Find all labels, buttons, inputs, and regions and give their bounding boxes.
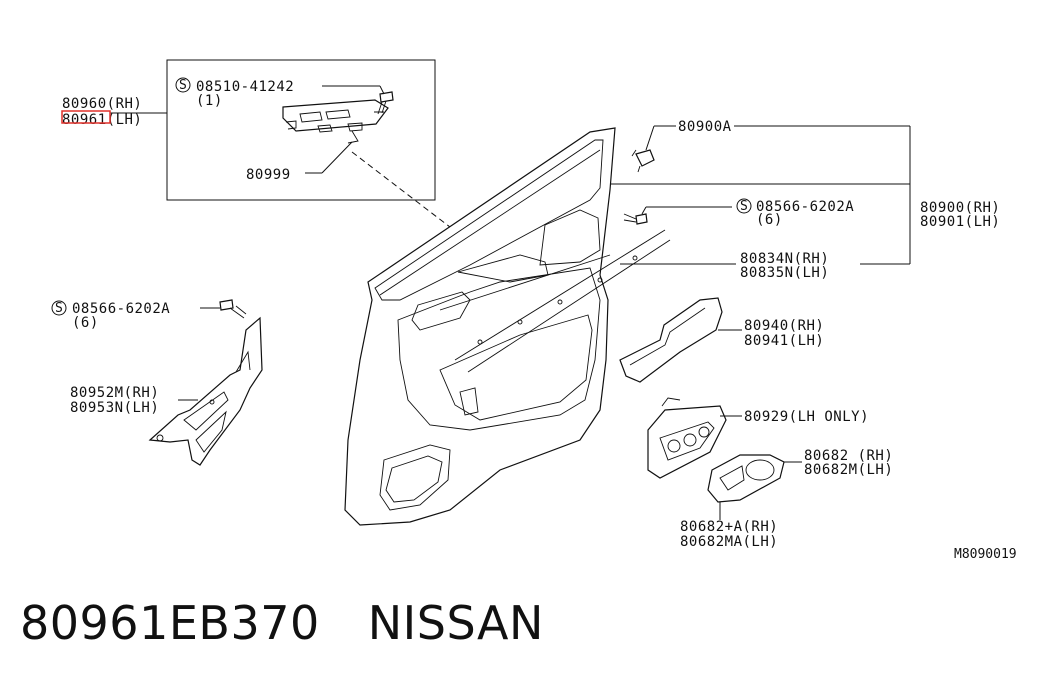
callout-08566-left-qty: (6) (72, 315, 99, 331)
callout-80834N: 80834N(RH) (740, 251, 829, 267)
clip-80900A-part[interactable] (631, 149, 655, 173)
screw-symbol-08510 (175, 77, 191, 93)
callout-80682A: 80682+A(RH) (680, 519, 778, 535)
screw-08510-part[interactable] (374, 91, 394, 115)
callout-08510-qty: (1) (196, 93, 223, 109)
callout-80682M: 80682M(LH) (804, 462, 893, 478)
brand-name: NISSAN (367, 596, 544, 650)
callout-80901: 80901(LH) (920, 214, 1000, 230)
callout-80941: 80941(LH) (744, 333, 824, 349)
screw-symbol-08566-right (736, 198, 752, 214)
callout-80900: 80900(RH) (920, 200, 1000, 216)
screw-symbol-08510-text: S (179, 78, 187, 93)
callout-80940: 80940(RH) (744, 318, 824, 334)
power-window-switch-part[interactable] (282, 99, 389, 144)
callout-80682: 80682 (RH) (804, 448, 893, 464)
screw-symbol-08566-left (51, 300, 67, 316)
door-trim-panel-part[interactable] (344, 127, 671, 526)
screw-symbol-08566-left-text: S (55, 301, 63, 316)
callout-08566-right-qty: (6) (756, 212, 783, 228)
callout-80835N: 80835N(LH) (740, 265, 829, 281)
callout-80682MA: 80682MA(LH) (680, 534, 778, 550)
callout-80929: 80929(LH ONLY) (744, 409, 869, 425)
callout-highlight (61, 110, 111, 124)
screw-symbol-08566-right-text: S (740, 199, 748, 214)
callout-80999: 80999 (246, 167, 291, 183)
callout-08566-right: 08566-6202A (756, 199, 854, 215)
callout-08566-left: 08566-6202A (72, 301, 170, 317)
window-switch-80929-part[interactable] (647, 397, 727, 479)
callout-80953N: 80953N(LH) (70, 400, 159, 416)
callout-80960: 80960(RH) (62, 96, 142, 112)
screw-08566-right-part[interactable] (623, 213, 648, 225)
caption: 80961EB370 NISSAN (20, 596, 544, 660)
callout-80900A: 80900A (678, 119, 732, 135)
callout-80952M: 80952M(RH) (70, 385, 159, 401)
inside-handle-80682-part[interactable] (707, 454, 785, 503)
part-number: 80961EB370 (20, 596, 320, 650)
diagram-code: M8090019 (954, 547, 1017, 562)
mounting-bracket-80952M-part[interactable] (148, 316, 263, 466)
callout-08510-41242: 08510-41242 (196, 79, 294, 95)
callout-80961[interactable]: 80961(LH) (62, 112, 142, 128)
screw-08566-left-part[interactable] (219, 299, 247, 319)
armrest-80940-part[interactable] (619, 297, 723, 383)
inset-box (166, 59, 436, 201)
